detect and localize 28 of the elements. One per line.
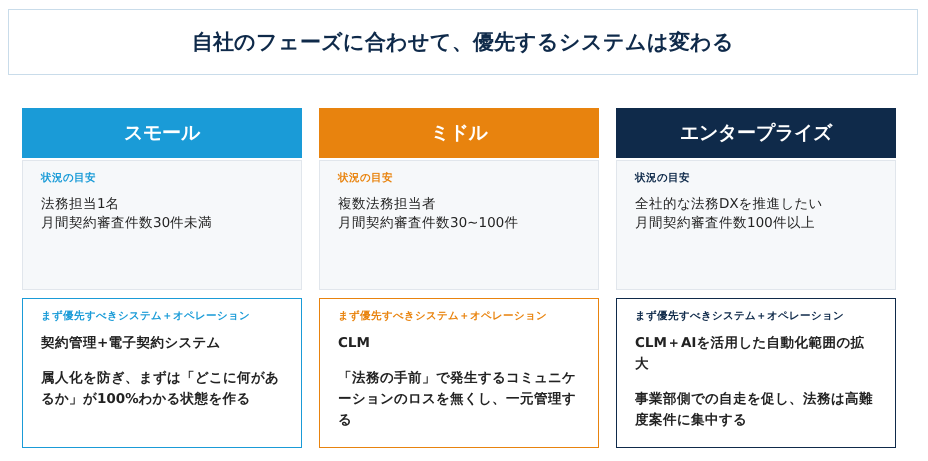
situation-card — [616, 160, 896, 290]
system-name: CLM＋AIを活用した自動化範囲の拡大 — [635, 334, 866, 374]
header-band: スモール — [22, 108, 302, 158]
card-text: 複数法務担当者 — [338, 195, 437, 214]
card-text: 月間契約審査件数30~100件 — [338, 214, 520, 233]
card-heading: 状況の目安 — [338, 171, 394, 185]
card-text: 「法務の手前」で発生するコミュニケーションのロスを無くし、一元管理する — [338, 369, 577, 430]
card-text: 属人化を防ぎ、まずは「どこに何があるか」が100%わかる状態を作る — [41, 369, 280, 409]
card-text: 月間契約審査件数30件未満 — [41, 214, 214, 233]
card-text: 法務担当1名 — [41, 195, 121, 214]
priority-card — [616, 298, 896, 448]
card-heading: まず優先すべきシステム＋オペレーション — [635, 309, 845, 323]
title-banner: 自社のフェーズに合わせて、優先するシステムは変わる — [8, 9, 918, 75]
header-band: エンタープライズ — [616, 108, 896, 158]
system-name: 契約管理+電子契約システム — [41, 334, 222, 353]
system-name: CLM — [338, 334, 371, 353]
header-band: ミドル — [319, 108, 599, 158]
card-heading: まず優先すべきシステム＋オペレーション — [338, 309, 548, 323]
card-heading: まず優先すべきシステム＋オペレーション — [41, 309, 251, 323]
situation-card — [319, 160, 599, 290]
card-text: 全社的な法務DXを推進したい — [635, 195, 824, 214]
card-heading: 状況の目安 — [635, 171, 691, 185]
card-text: 事業部側での自走を促し、法務は高難度案件に集中する — [635, 390, 874, 430]
situation-card — [22, 160, 302, 290]
priority-card — [319, 298, 599, 448]
card-heading: 状況の目安 — [41, 171, 97, 185]
card-text: 月間契約審査件数100件以上 — [635, 214, 816, 233]
priority-card — [22, 298, 302, 448]
